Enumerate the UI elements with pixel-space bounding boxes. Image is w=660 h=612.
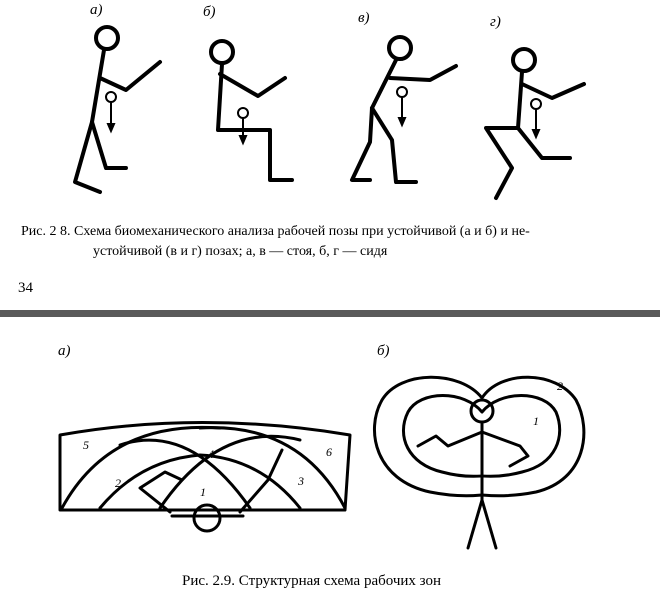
work-zones-diagram-b — [373, 375, 586, 550]
zone-label-1: 1 — [200, 485, 206, 499]
page-divider — [0, 310, 660, 317]
zone-label-5: 5 — [83, 438, 89, 452]
gravity-marker-a — [105, 91, 117, 134]
figure-label-b: б) — [203, 4, 216, 20]
page-number: 34 — [18, 280, 33, 296]
figure-label-a: а) — [90, 2, 103, 18]
stick-figure-v — [350, 35, 458, 184]
figure-2-8-caption: Рис. 2 8. Схема биомеханического анализа… — [21, 222, 641, 262]
zone-label-6: 6 — [326, 445, 332, 459]
gravity-marker-v — [396, 86, 408, 128]
figure-label-v: в) — [358, 10, 370, 26]
zone-label-3: 3 — [298, 474, 304, 488]
zone-label-2: 2 — [115, 476, 121, 490]
figure-2-9-label-b: б) — [377, 343, 390, 359]
zone-label-b-2: 2 — [557, 379, 563, 393]
posture-diagram-top — [73, 25, 586, 200]
zone-label-b-1: 1 — [533, 414, 539, 428]
stick-figure-a — [73, 25, 162, 194]
caption-line-2: устойчивой (в и г) позах; а, в — стоя, б… — [93, 244, 388, 259]
stick-figure-g — [484, 47, 586, 200]
figure-label-g: г) — [490, 14, 501, 30]
figure-2-9-label-a: а) — [58, 343, 71, 359]
work-zones-diagram-a — [58, 421, 352, 533]
caption-line-1: Рис. 2 8. Схема биомеханического анализа… — [21, 224, 530, 239]
figure-2-9-caption: Рис. 2.9. Структурная схема рабочих зон — [182, 573, 442, 589]
zone-label-4: 4 — [208, 447, 214, 461]
gravity-marker-b — [237, 107, 249, 146]
stick-figure-b — [209, 39, 294, 182]
gravity-marker-g — [530, 98, 542, 140]
